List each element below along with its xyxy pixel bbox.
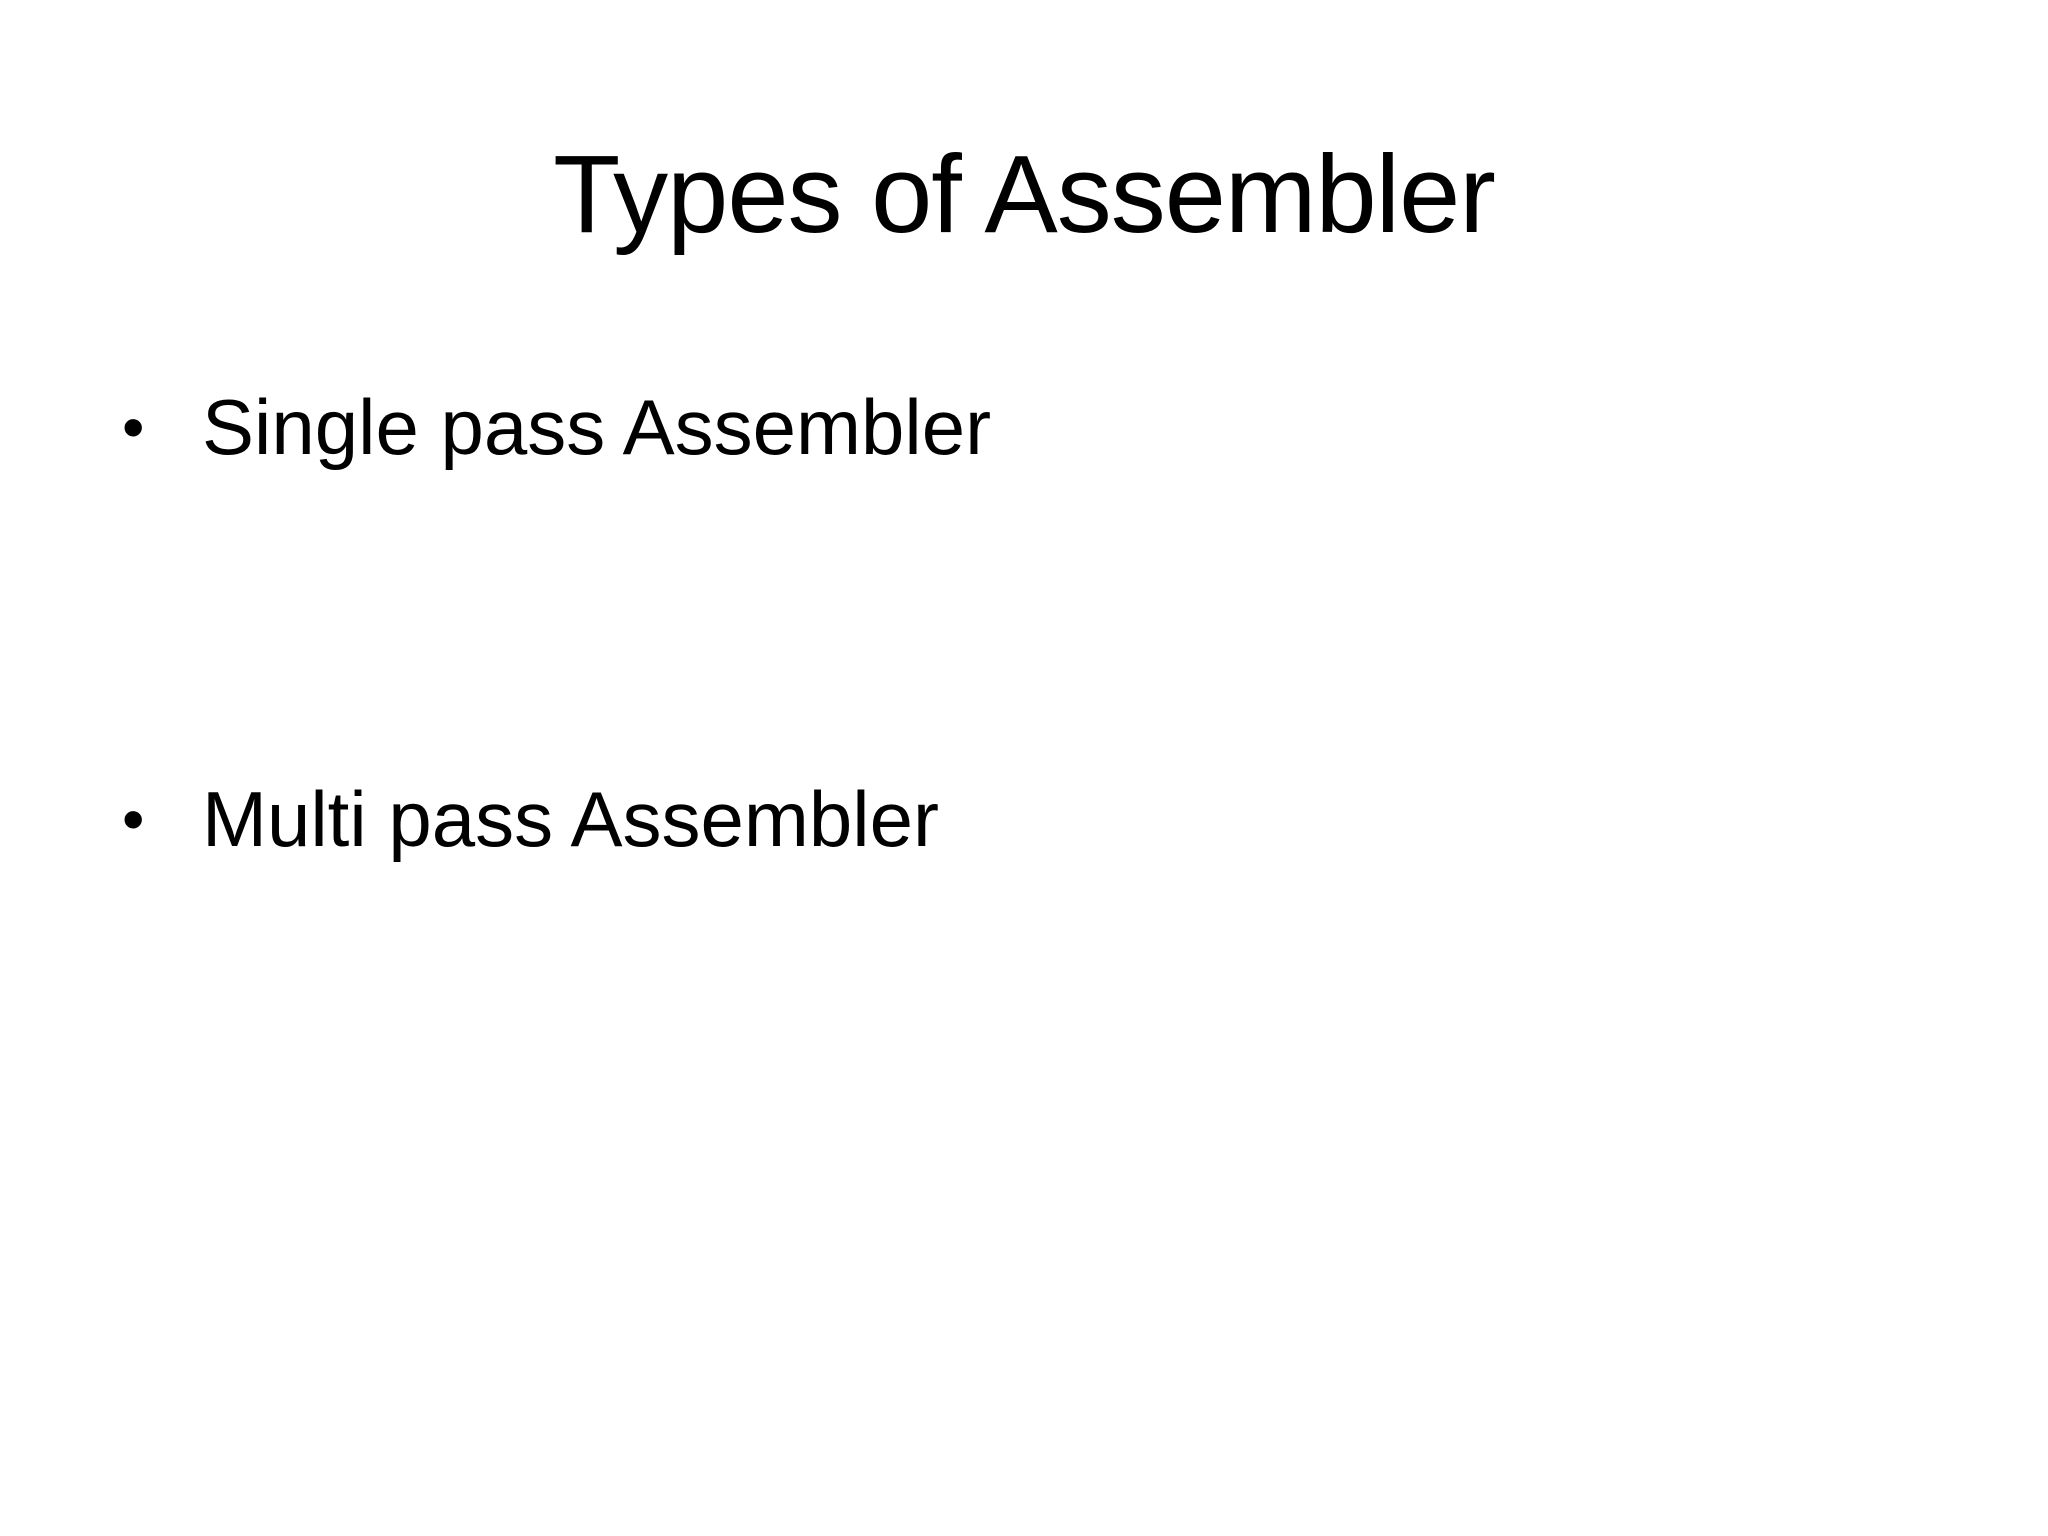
bullet-text: Multi pass Assembler xyxy=(202,775,939,863)
list-item: • Single pass Assembler xyxy=(122,388,991,466)
bullet-icon: • xyxy=(122,783,145,855)
bullet-icon: • xyxy=(122,391,145,463)
list-item: • Multi pass Assembler xyxy=(122,780,939,858)
slide-title: Types of Assembler xyxy=(553,133,1496,256)
bullet-text: Single pass Assembler xyxy=(202,383,992,471)
